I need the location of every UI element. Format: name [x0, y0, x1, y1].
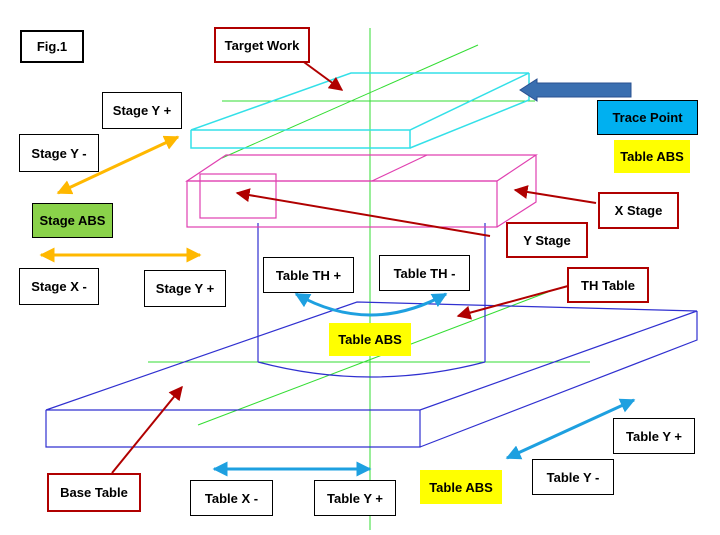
stage-y-plus-top-label: Stage Y + [102, 92, 182, 129]
base-table-pointer [111, 385, 183, 474]
lower-diagonal-axis-line [197, 291, 549, 426]
stage-top [185, 154, 538, 182]
base-table-label: Base Table [47, 473, 141, 512]
stage-abs-label: Stage ABS [32, 203, 113, 238]
target-work [190, 72, 530, 149]
table-x-minus-label: Table X - [190, 480, 273, 516]
x-stage-label: X Stage [598, 192, 679, 229]
trace-point-label: Trace Point [597, 100, 698, 135]
stage-x-minus-label: Stage X - [19, 268, 99, 305]
table-th-plus-label: Table TH + [263, 257, 354, 293]
stage-y-arrow [56, 135, 180, 195]
table-y-plus-bottom-label: Table Y + [314, 480, 396, 516]
pointer-arrows [111, 56, 597, 474]
stage-y-plus-mid-label: Stage Y + [144, 270, 226, 307]
table-abs-center-label: Table ABS [329, 323, 411, 356]
th-table-pointer [456, 285, 569, 320]
table-motion-arrows [212, 292, 636, 477]
table-abs-top-label: Table ABS [614, 140, 690, 173]
table-y-plus-right-label: Table Y + [613, 418, 695, 454]
x-stage-pointer [513, 185, 597, 204]
th-table-cylinder [257, 223, 486, 378]
y-stage-pointer [235, 188, 491, 237]
stages [185, 154, 538, 228]
target-work-label: Target Work [214, 27, 310, 63]
table-th-arrow [294, 292, 448, 317]
stage-motion-arrows [39, 135, 202, 263]
figure-label: Fig.1 [20, 30, 84, 63]
table-y-arrow [505, 398, 636, 460]
y-stage-front [186, 180, 498, 228]
th-table-label: TH Table [567, 267, 649, 303]
trace-point-arrow [519, 78, 632, 102]
x-stage-inner [199, 173, 277, 219]
y-stage-label: Y Stage [506, 222, 588, 258]
stage-y-minus-label: Stage Y - [19, 134, 99, 172]
table-y-minus-right-label: Table Y - [532, 459, 614, 495]
table-th-minus-label: Table TH - [379, 255, 470, 291]
table-abs-bottom-label: Table ABS [420, 470, 502, 504]
